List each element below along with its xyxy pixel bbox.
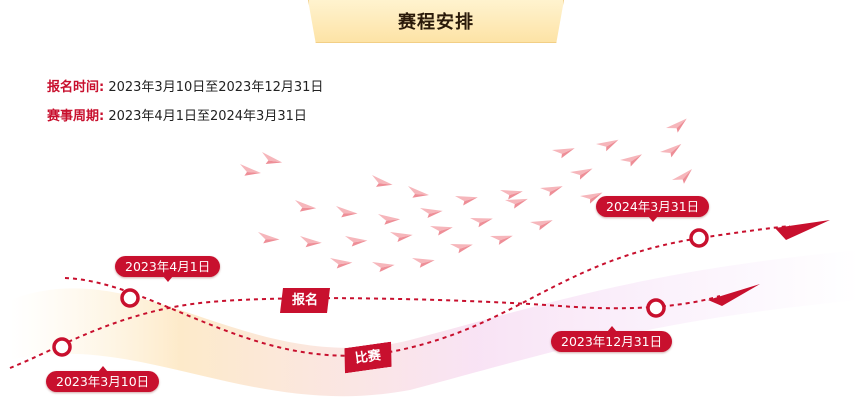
paper-plane-icon (596, 134, 621, 154)
milestone-ring-icon (120, 288, 140, 308)
registration-end-date-pill: 2023年12月31日 (551, 326, 673, 352)
registration-track-tag: 报名 (280, 288, 331, 313)
paper-plane-icon (390, 228, 414, 243)
paper-plane-icon (238, 164, 262, 178)
registration-start-date-pill: 2023年3月10日 (46, 366, 160, 392)
paper-plane-icon (335, 206, 358, 219)
registration-track-line (9, 295, 721, 369)
arrow-head-icon (708, 284, 760, 306)
paper-plane-icon (530, 214, 555, 233)
registration-period-row: 报名时间: 2023年3月10日至2023年12月31日 (47, 76, 323, 95)
paper-plane-icon (378, 213, 401, 225)
paper-plane-icon (490, 229, 515, 247)
paper-plane-icon (552, 142, 577, 161)
paper-plane-icon (406, 186, 430, 200)
paper-plane-icon (450, 238, 475, 255)
paper-plane-icon (660, 139, 685, 161)
paper-plane-icon (455, 191, 479, 207)
competition-track-line (64, 225, 791, 357)
paper-plane-icon (372, 258, 396, 273)
paper-plane-icon (620, 149, 645, 170)
paper-plane-icon (299, 236, 322, 248)
background-ribbon (10, 250, 860, 397)
paper-plane-icon (470, 212, 495, 229)
paper-plane-icon (330, 256, 353, 269)
arrow-head-icon (775, 220, 830, 240)
competition-start-date-pill: 2023年4月1日 (115, 256, 221, 282)
paper-plane-icon (420, 204, 444, 219)
paper-plane-icon (505, 193, 530, 211)
section-title: 赛程安排 (398, 12, 474, 33)
paper-plane-icon (540, 180, 565, 199)
paper-plane-icon (259, 152, 284, 168)
registration-period-label: 报名时间: (47, 80, 105, 95)
paper-plane-icon (345, 234, 368, 247)
paper-plane-icon (293, 200, 317, 214)
competition-end-date-pill: 2024年3月31日 (596, 196, 710, 222)
paper-plane-icon (570, 163, 595, 183)
paper-plane-icon (370, 175, 394, 190)
section-title-banner: 赛程安排 (308, 0, 564, 43)
season-period-value: 2023年4月1日至2024年3月31日 (108, 109, 307, 124)
paper-plane-icon (672, 164, 696, 188)
paper-plane-icon (666, 113, 690, 137)
season-period-label: 赛事周期: (47, 109, 105, 124)
paper-plane-icon (412, 254, 436, 269)
paper-plane-flock (238, 113, 696, 273)
paper-plane-icon (500, 185, 524, 201)
paper-plane-icon (257, 232, 280, 245)
paper-plane-icon (430, 221, 454, 237)
season-period-row: 赛事周期: 2023年4月1日至2024年3月31日 (47, 105, 307, 124)
milestone-ring-icon (646, 298, 666, 318)
registration-period-value: 2023年3月10日至2023年12月31日 (108, 80, 324, 95)
milestone-ring-icon (52, 337, 72, 357)
milestone-ring-icon (689, 228, 709, 248)
